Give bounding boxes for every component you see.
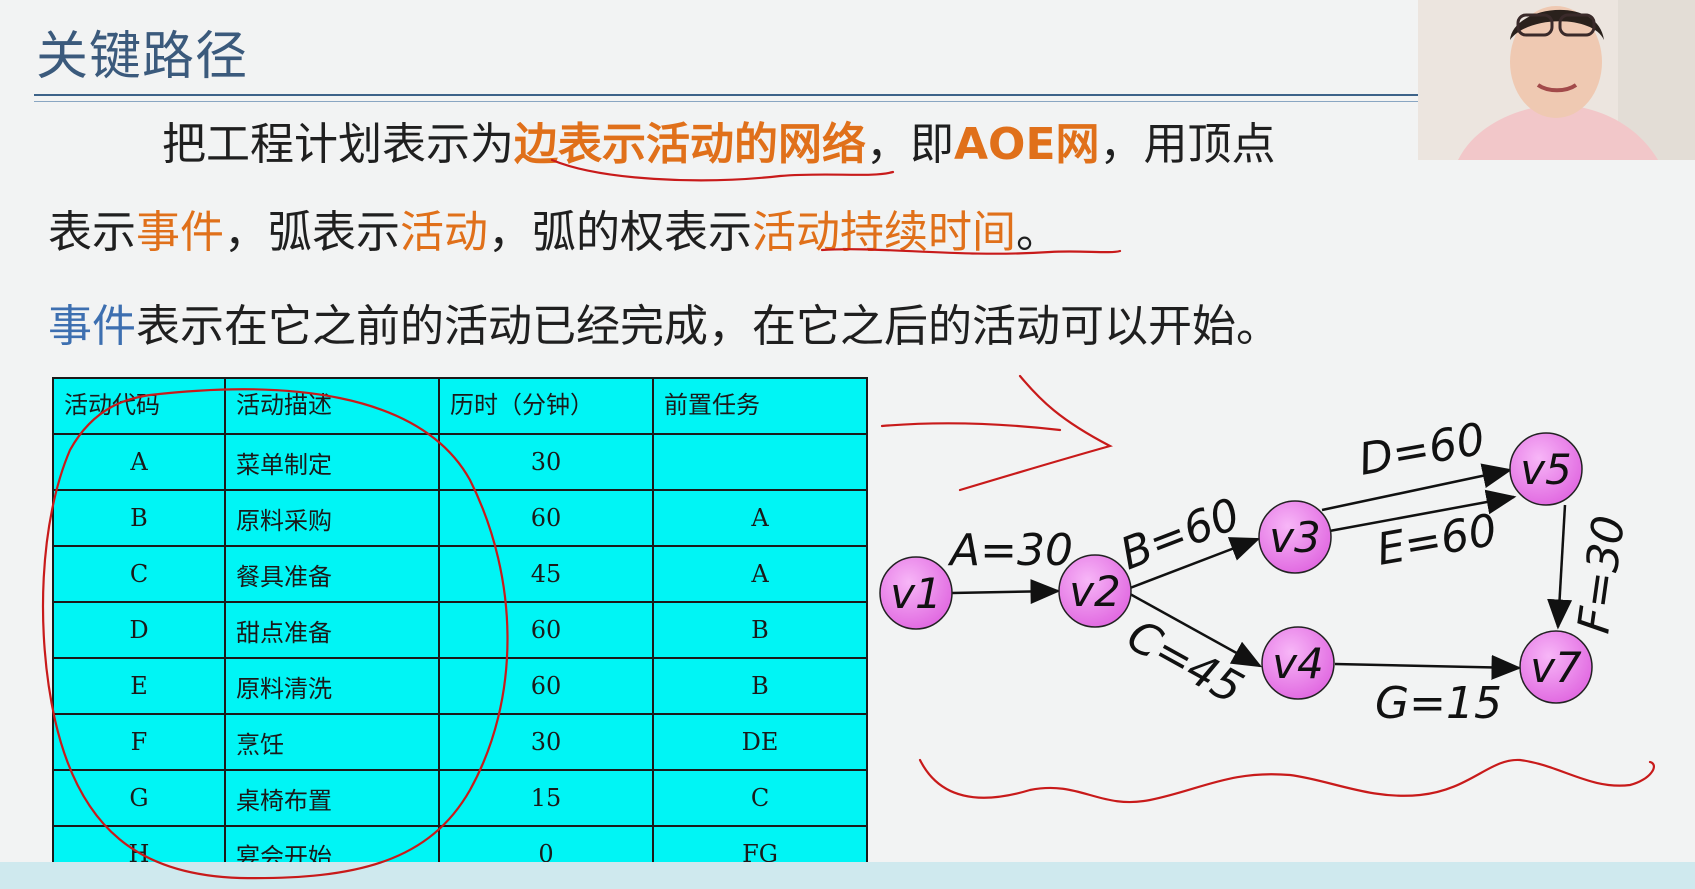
cell-desc: 原料采购 <box>224 489 440 547</box>
edge-label-g: G=15 <box>1375 678 1502 729</box>
cell-code: D <box>52 601 226 659</box>
node-label: v4 <box>1272 639 1324 688</box>
node-label: v3 <box>1269 513 1321 562</box>
edge-v3-v5-top <box>1321 463 1513 512</box>
text-segment: ，即 <box>866 119 954 170</box>
cell-predecessor: C <box>652 769 868 827</box>
paragraph-line-3: 事件表示在它之前的活动已经完成，在它之后的活动可以开始。 <box>48 290 1280 354</box>
bottom-wave-strip <box>0 862 1695 889</box>
edge-v4-v7 <box>1334 654 1522 680</box>
cell-predecessor: B <box>652 601 868 659</box>
wavy-underline <box>918 758 1655 804</box>
node-v4: v4 <box>1261 626 1335 700</box>
cell-predecessor: A <box>652 489 868 547</box>
cell-predecessor: DE <box>652 713 868 771</box>
node-v5: v5 <box>1509 432 1583 506</box>
edge-label-f: F=30 <box>1568 512 1635 636</box>
cell-code: C <box>52 545 226 603</box>
cell-duration: 60 <box>438 657 654 715</box>
handwritten-annotations <box>41 158 1655 880</box>
node-v3: v3 <box>1258 500 1332 574</box>
node-label: v5 <box>1520 445 1572 494</box>
cell-code: F <box>52 713 226 771</box>
highlight-event-blue: 事件 <box>48 301 136 352</box>
text-segment: ，弧表示 <box>224 207 400 258</box>
paragraph-line-2: 表示事件，弧表示活动，弧的权表示活动持续时间。 <box>48 196 1060 260</box>
cell-desc: 餐具准备 <box>224 545 440 603</box>
underline-aoe-network <box>550 158 895 182</box>
cell-code: A <box>52 433 226 491</box>
cell-duration: 30 <box>438 433 654 491</box>
edge-label-d: D=60 <box>1355 414 1489 486</box>
edge-v2-v4 <box>1129 592 1263 668</box>
edge-v1-v2 <box>951 579 1061 605</box>
webcam-overlay <box>1418 0 1695 160</box>
network-nodes: v1 v2 v3 v4 v5 v7 <box>879 432 1593 704</box>
edge-label-a: A=30 <box>947 525 1073 576</box>
node-label: v2 <box>1069 567 1121 616</box>
text-segment: 。 <box>1016 207 1060 258</box>
presenter-video <box>1418 0 1695 160</box>
underline-duration <box>820 248 1122 255</box>
cell-desc: 烹饪 <box>224 713 440 771</box>
cell-desc: 甜点准备 <box>224 601 440 659</box>
cell-desc: 菜单制定 <box>224 433 440 491</box>
node-label: v7 <box>1530 643 1582 692</box>
cell-code: G <box>52 769 226 827</box>
text-segment: 表示在它之前的活动已经完成，在它之后的活动可以开始。 <box>136 301 1280 352</box>
highlight-aoe-term: AOE网 <box>954 119 1100 170</box>
node-v2: v2 <box>1058 554 1132 628</box>
column-header: 历时（分钟） <box>438 377 654 435</box>
cell-duration: 30 <box>438 713 654 771</box>
text-segment: ，用顶点 <box>1099 119 1276 170</box>
cell-desc: 桌椅布置 <box>224 769 440 827</box>
edge-v2-v3 <box>1129 537 1261 590</box>
edge-label-b: B=60 <box>1114 489 1247 581</box>
node-v7: v7 <box>1519 630 1593 704</box>
column-header: 前置任务 <box>652 377 868 435</box>
cell-code: B <box>52 489 226 547</box>
cell-duration: 60 <box>438 489 654 547</box>
highlight-event: 事件 <box>136 207 224 258</box>
cell-duration: 60 <box>438 601 654 659</box>
cell-predecessor: B <box>652 657 868 715</box>
highlight-aoe-definition: 边表示活动的网络 <box>514 119 866 170</box>
network-edges <box>951 463 1573 680</box>
arrow-annotation <box>880 374 1113 492</box>
cell-desc: 原料清洗 <box>224 657 440 715</box>
paragraph-line-1: 把工程计划表示为边表示活动的网络，即AOE网，用顶点 <box>162 108 1276 172</box>
table-circle <box>41 388 509 880</box>
text-segment: 把工程计划表示为 <box>162 119 514 170</box>
node-v1: v1 <box>879 556 953 630</box>
column-header: 活动代码 <box>52 377 226 435</box>
title-divider <box>34 94 1418 96</box>
cell-code: E <box>52 657 226 715</box>
title-divider-thin <box>34 101 1418 102</box>
slide-title: 关键路径 <box>36 27 249 87</box>
edge-v3-v5-bottom <box>1323 489 1517 534</box>
cell-duration: 45 <box>438 545 654 603</box>
cell-predecessor: A <box>652 545 868 603</box>
node-label: v1 <box>890 569 942 618</box>
cell-duration: 15 <box>438 769 654 827</box>
highlight-activity: 活动 <box>400 207 488 258</box>
text-segment: ，弧的权表示 <box>488 207 752 258</box>
column-header: 活动描述 <box>224 377 440 435</box>
edge-label-e: E=60 <box>1373 505 1501 576</box>
edge-v5-v7 <box>1547 504 1573 630</box>
cell-predecessor <box>652 433 868 491</box>
text-segment: 表示 <box>48 207 136 258</box>
table-header-row: 活动代码 活动描述 历时（分钟） 前置任务 <box>52 377 868 435</box>
